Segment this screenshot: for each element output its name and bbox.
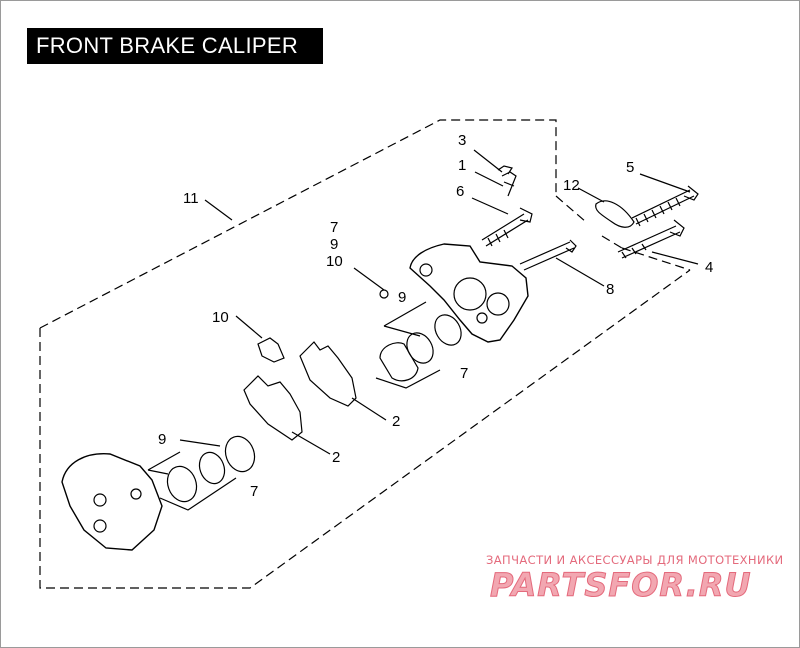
housing-hole [419,263,433,277]
bolt-6 [481,207,533,247]
caliper-housing-outboard [409,243,529,343]
callout-1: 1 [458,157,466,174]
housing-inboard-hole-a [93,493,107,507]
callout-10-left: 10 [212,309,229,326]
callout-9-lower: 9 [158,431,166,448]
seal-ring-upper-b [434,314,462,346]
leader-2a [351,397,387,421]
assembly-bracket [39,119,623,329]
leader-10a [353,267,385,291]
piston-lower [224,435,256,473]
callout-5: 5 [626,159,634,176]
brake-pad-inner [299,341,357,407]
seal-bracket-top [375,301,441,389]
callout-3: 3 [458,132,466,149]
diagram-title: FRONT BRAKE CALIPER [27,28,323,64]
callout-8: 8 [606,281,614,298]
leader-6 [471,197,509,215]
callout-2-lower: 2 [332,449,340,466]
leader-4 [651,251,699,265]
seal-ring-lower-a [198,451,226,485]
piston-upper [379,342,419,382]
leader-10b [235,315,263,339]
pad-spring-10 [257,337,285,363]
callout-2-upper: 2 [392,413,400,430]
callout-9-top: 9 [330,236,338,253]
leader-5 [639,173,691,193]
pin-clip-12 [595,200,635,228]
piston-bore-small [486,292,510,316]
callout-9-mid: 9 [398,289,406,306]
callout-11: 11 [183,190,199,207]
callout-6: 6 [456,183,464,200]
callout-12: 12 [563,177,580,194]
assembly-bracket-right [621,247,691,271]
callout-7-mid: 7 [460,365,468,382]
housing-inboard-hole-b [93,519,107,533]
housing-inboard-hole-c [130,488,142,500]
callout-10-top: 10 [326,253,343,270]
callout-7-lower: 7 [250,483,258,500]
piston-bore-upper [453,277,487,311]
watermark-logo: PARTSFOR.RU [489,566,752,605]
leader-8 [555,257,605,287]
seal-ring-lower-b [166,465,198,503]
watermark-subtitle: ЗАПЧАСТИ И АКСЕССУАРЫ ДЛЯ МОТОТЕХНИКИ [486,553,784,567]
caliper-housing-inboard [61,453,163,551]
callout-7-top: 7 [330,219,338,236]
housing-port [476,312,488,324]
bolt-4 [617,219,685,259]
leader-11 [204,199,233,221]
callout-4: 4 [705,259,713,276]
assembly-bracket-left [39,269,691,589]
seal-bracket-lower [147,439,237,511]
bleeder-valve [497,165,517,197]
o-ring-10 [379,289,389,299]
leader-1 [474,171,504,187]
leader-12 [577,187,605,203]
seal-ring-upper-a [406,332,434,364]
leader-3 [473,149,503,173]
bolt-5 [631,185,699,227]
brake-pad-outer [243,375,303,441]
pin-8 [519,239,577,271]
